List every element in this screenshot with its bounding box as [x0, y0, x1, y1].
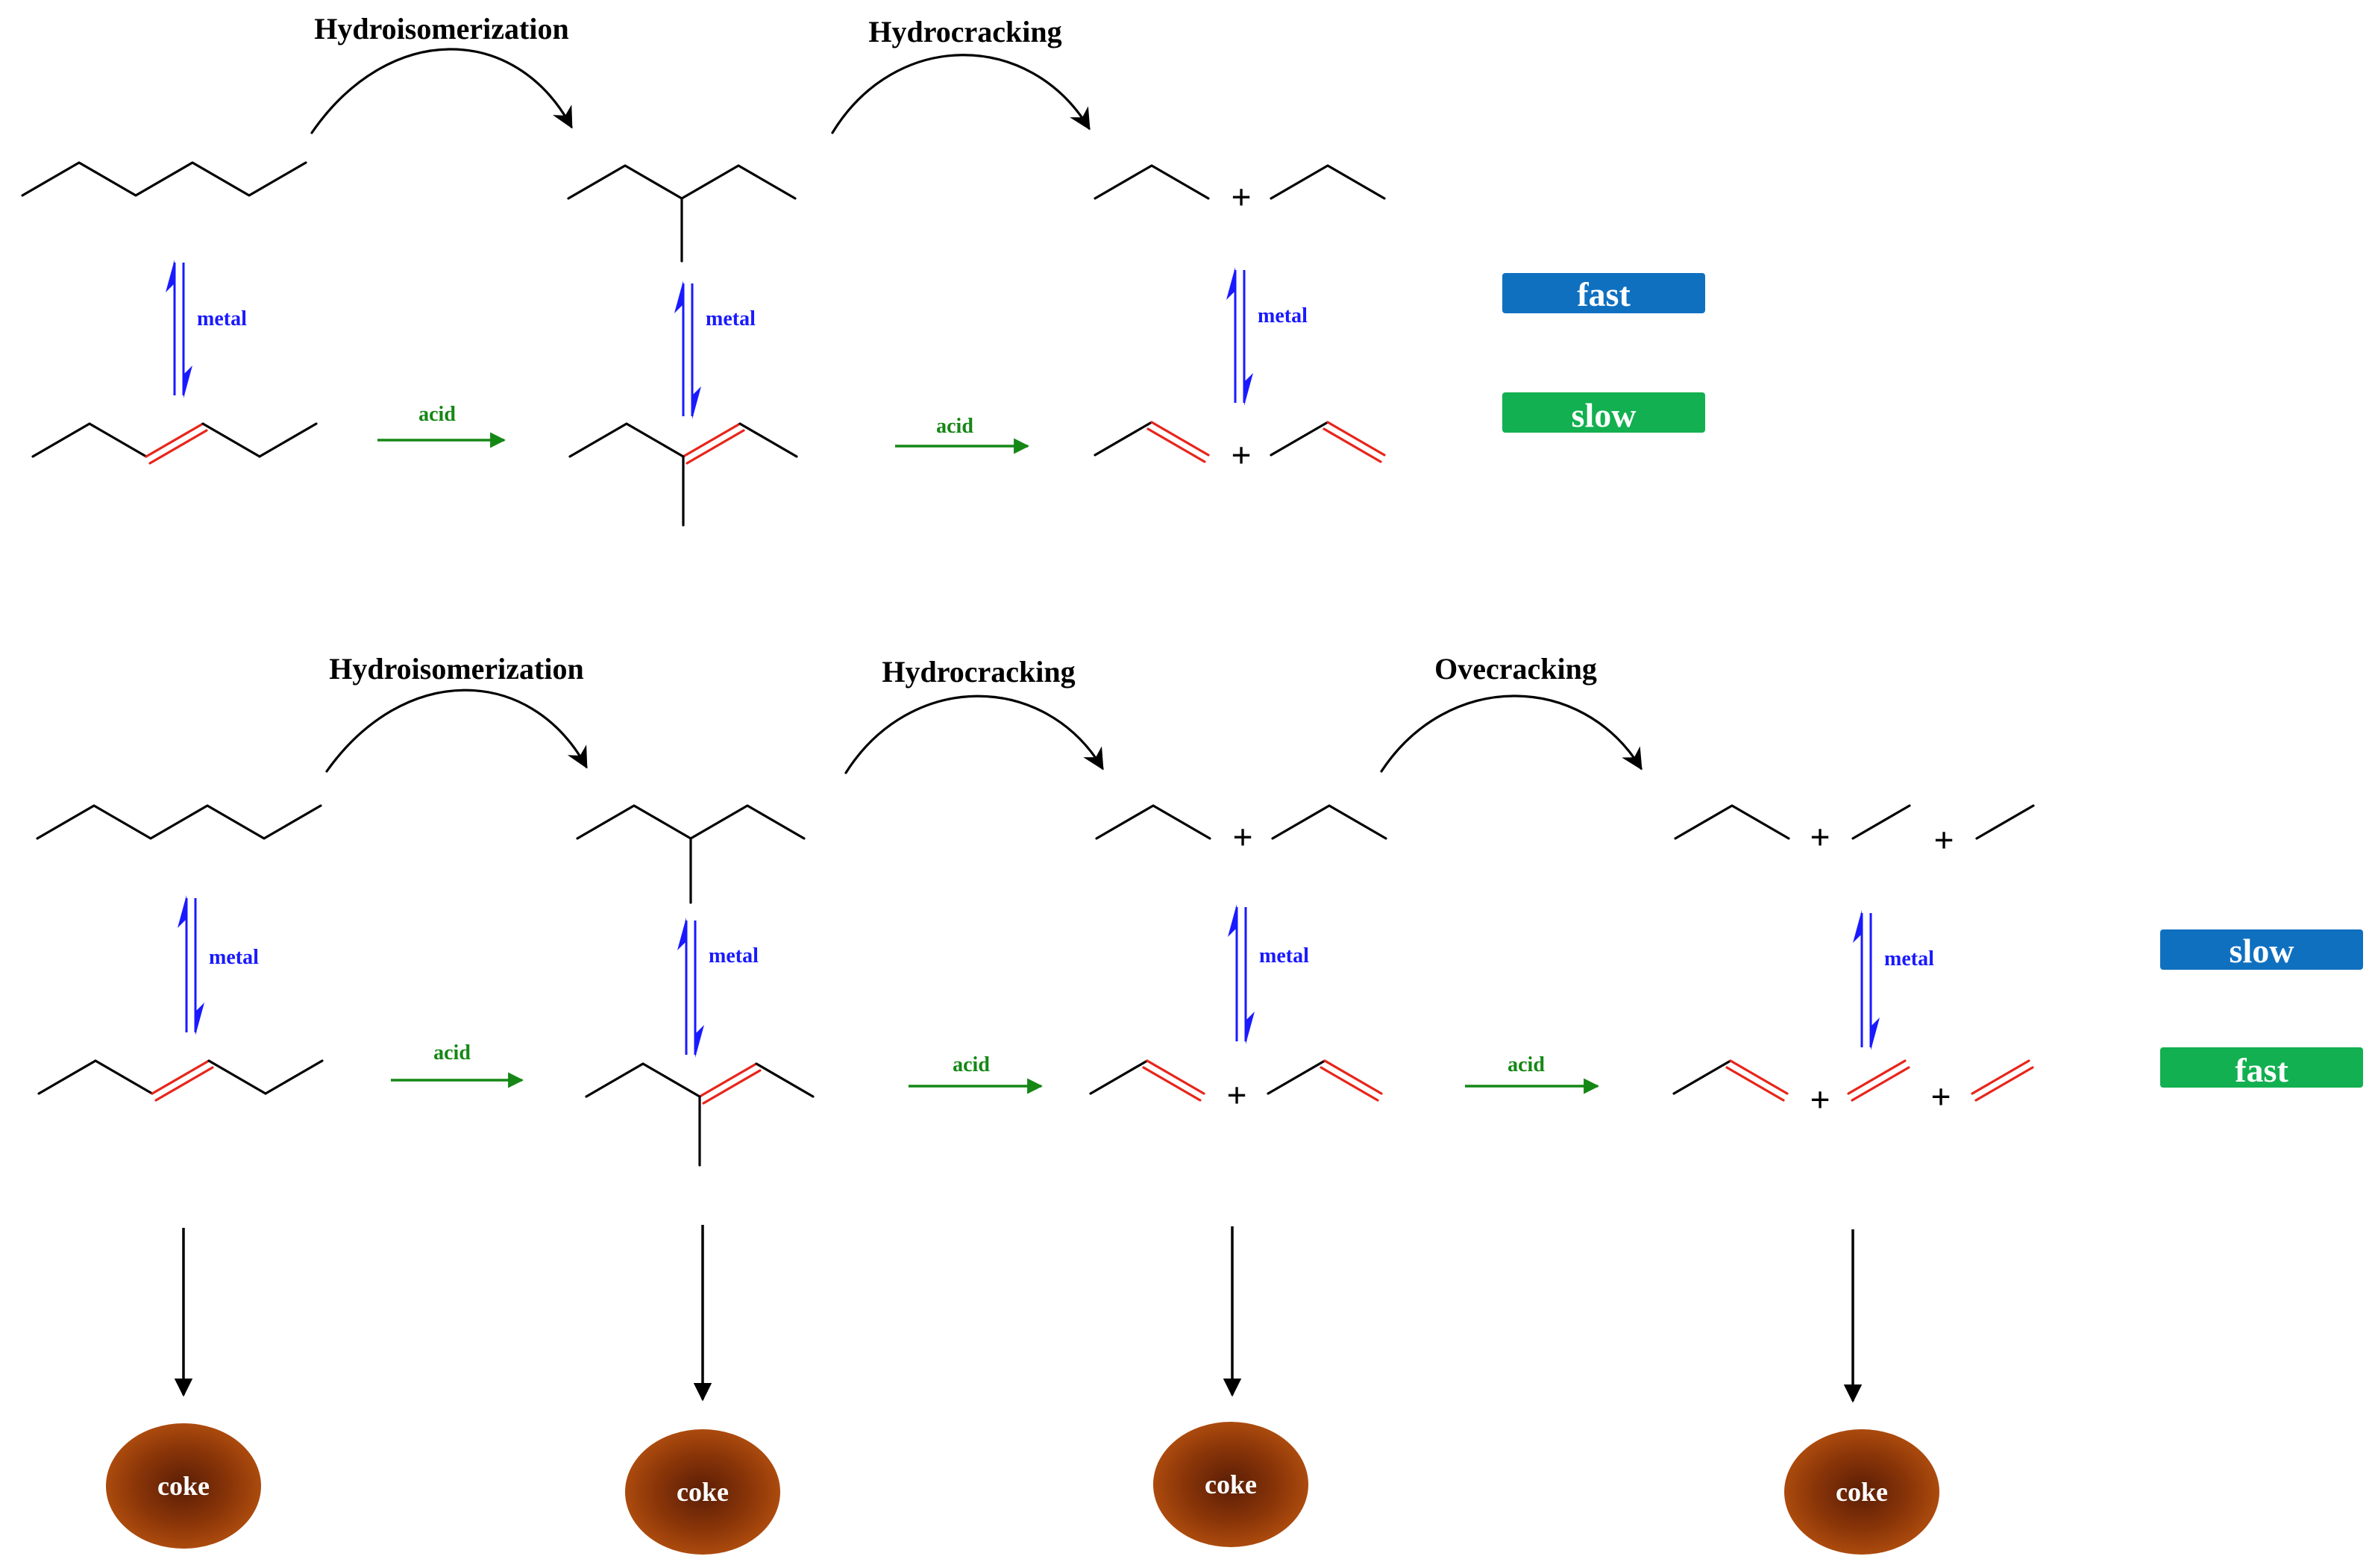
- top-scheme: Hydroisomerization Hydrocracking + metal…: [21, 12, 1705, 527]
- top-curved-arrow-1: [310, 48, 573, 134]
- top-propene-2: [1270, 421, 1386, 463]
- top-propane-2: [1270, 164, 1386, 200]
- bottom-propane-3: [1674, 804, 1790, 840]
- bottom-propene-1: [1089, 1059, 1205, 1102]
- top-legend-slow-badge: slow: [1502, 392, 1705, 434]
- svg-text:metal: metal: [709, 944, 759, 968]
- top-legend-fast-badge: fast: [1502, 273, 1705, 313]
- svg-text:acid: acid: [953, 1053, 990, 1076]
- svg-text:coke: coke: [677, 1477, 729, 1507]
- svg-text:fast: fast: [2235, 1051, 2288, 1089]
- top-plus-1: +: [1231, 178, 1251, 217]
- bottom-curved-arrow-3: [1380, 694, 1643, 773]
- bottom-plus-1: +: [1232, 818, 1252, 857]
- bottom-plus-5: +: [1810, 1080, 1830, 1120]
- svg-text:metal: metal: [706, 307, 756, 330]
- svg-text:coke: coke: [1836, 1477, 1888, 1507]
- top-acid-arrow-1: acid: [377, 403, 506, 448]
- bottom-propane-2: [1271, 804, 1387, 840]
- top-3-methylpentane: [567, 164, 797, 200]
- coke-particle-1: coke: [106, 1423, 261, 1549]
- bottom-acid-arrow-1: acid: [391, 1041, 524, 1088]
- bottom-n-hexane: [36, 804, 322, 840]
- bottom-metal-equilibrium-3: metal: [1228, 904, 1309, 1044]
- svg-text:acid: acid: [936, 415, 973, 438]
- top-metal-equilibrium-1: metal: [166, 260, 247, 398]
- top-legend-fast-rect: [1502, 273, 1705, 313]
- bottom-plus-4: +: [1226, 1076, 1246, 1115]
- coke-particle-2: coke: [625, 1429, 780, 1555]
- top-3-methyl-2-pentene: [568, 422, 798, 527]
- bottom-acid-arrow-2: acid: [909, 1053, 1044, 1094]
- coke-particle-3: coke: [1153, 1422, 1308, 1547]
- bottom-propene-2: [1267, 1059, 1383, 1102]
- svg-text:acid: acid: [433, 1041, 471, 1064]
- bottom-legend-fast-rect: [2160, 1047, 2363, 1088]
- svg-text:coke: coke: [1205, 1470, 1257, 1499]
- top-3-hexene: [31, 422, 318, 465]
- bottom-propene-3: [1672, 1059, 1789, 1102]
- coke-particle-4: coke: [1784, 1429, 1939, 1555]
- top-n-hexane: [21, 161, 307, 197]
- bottom-3-methyl-2-pentene: [585, 1062, 815, 1167]
- svg-text:slow: slow: [1572, 396, 1637, 434]
- bottom-acid-arrow-3: acid: [1465, 1053, 1600, 1094]
- bottom-scheme: Hydroisomerization Hydrocracking Ovecrac…: [36, 652, 2363, 1555]
- bottom-legend-slow-badge: slow: [2160, 929, 2363, 970]
- top-plus-2: +: [1231, 436, 1251, 475]
- top-title-hydrocracking: Hydrocracking: [868, 15, 1061, 48]
- bottom-3-methylpentane: [576, 804, 806, 840]
- top-propane-1: [1094, 164, 1210, 200]
- bottom-plus-2: +: [1810, 818, 1830, 857]
- bottom-ethane-1: [1851, 804, 1911, 840]
- top-title-hydroisomerization: Hydroisomerization: [314, 12, 568, 46]
- bottom-curved-arrow-2: [844, 694, 1104, 774]
- bottom-metal-equilibrium-4: metal: [1853, 910, 1934, 1050]
- top-metal-equilibrium-3: metal: [1226, 267, 1308, 406]
- svg-text:acid: acid: [1507, 1053, 1545, 1076]
- bottom-plus-3: +: [1933, 821, 1954, 860]
- svg-text:metal: metal: [1884, 947, 1934, 970]
- bottom-title-hydroisomerization: Hydroisomerization: [329, 652, 583, 686]
- bottom-ethene-1: [1847, 1059, 1910, 1102]
- top-metal-equilibrium-2: metal: [674, 280, 756, 419]
- bottom-legend-slow-rect: [2160, 929, 2363, 970]
- bottom-metal-equilibrium-2: metal: [677, 918, 759, 1058]
- bottom-curved-arrow-1: [325, 689, 588, 773]
- top-curved-arrow-2: [831, 54, 1091, 134]
- svg-text:metal: metal: [209, 946, 259, 969]
- bottom-3-hexene: [37, 1059, 324, 1102]
- bottom-propane-1: [1095, 804, 1211, 840]
- bottom-title-hydrocracking: Hydrocracking: [882, 655, 1075, 689]
- svg-text:metal: metal: [1258, 304, 1308, 327]
- bottom-ethene-2: [1971, 1059, 2034, 1102]
- svg-text:fast: fast: [1577, 275, 1631, 313]
- bottom-ethane-2: [1975, 804, 2035, 840]
- bottom-legend-fast-badge: fast: [2160, 1047, 2363, 1089]
- svg-text:metal: metal: [1259, 944, 1309, 968]
- bottom-plus-6: +: [1930, 1077, 1951, 1117]
- svg-text:slow: slow: [2230, 932, 2294, 970]
- top-propene-1: [1094, 421, 1210, 463]
- top-acid-arrow-2: acid: [895, 415, 1030, 454]
- bottom-metal-equilibrium-1: metal: [178, 895, 259, 1035]
- svg-text:coke: coke: [157, 1471, 210, 1501]
- svg-text:acid: acid: [418, 403, 456, 426]
- bottom-title-overcracking: Ovecracking: [1434, 652, 1597, 686]
- top-legend-slow-rect: [1502, 392, 1705, 433]
- svg-text:metal: metal: [197, 307, 247, 330]
